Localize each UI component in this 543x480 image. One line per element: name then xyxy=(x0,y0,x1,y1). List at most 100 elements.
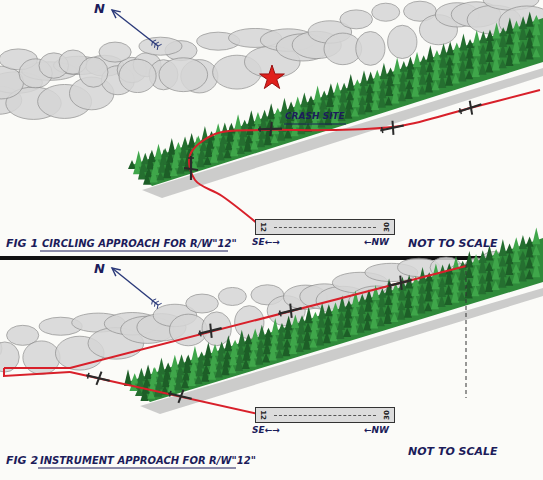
tree-symbol xyxy=(156,171,164,180)
tree-symbol xyxy=(465,282,473,298)
tree-symbol xyxy=(432,275,440,289)
tree-symbol xyxy=(391,296,399,313)
tree-symbol xyxy=(444,293,452,304)
tree-symbol xyxy=(309,339,317,348)
tree-symbol xyxy=(336,323,344,339)
tree-symbol xyxy=(331,306,339,323)
cloud-puff xyxy=(139,37,182,55)
tree-symbol xyxy=(390,312,398,322)
tree-symbol xyxy=(377,317,385,326)
tree-symbol xyxy=(431,294,439,310)
tree-symbol xyxy=(163,161,171,178)
tree-symbol xyxy=(211,344,219,356)
airplane-symbol xyxy=(184,156,198,180)
tree-symbol xyxy=(471,285,479,296)
tree-symbol xyxy=(385,97,393,106)
tree-symbol xyxy=(452,73,460,83)
tree-symbol xyxy=(343,328,351,337)
cloud-bank xyxy=(0,37,208,99)
tree-symbol xyxy=(182,369,190,380)
tree-symbol xyxy=(289,341,297,355)
tree-symbol xyxy=(317,314,325,328)
tree-symbol xyxy=(485,277,493,292)
approach-upper-leg xyxy=(4,266,466,368)
tree-symbol xyxy=(215,366,223,378)
tree-symbol xyxy=(143,173,151,185)
tree-symbol xyxy=(269,343,277,360)
tree-symbol xyxy=(532,245,540,255)
tree-symbol xyxy=(203,155,211,165)
runway-number: 12 xyxy=(259,410,267,420)
tree-symbol xyxy=(472,42,480,56)
figure-number: FIG 2 xyxy=(6,455,38,467)
tree-symbol xyxy=(214,123,222,138)
tree-symbol xyxy=(183,356,191,373)
tree-symbol xyxy=(486,51,494,62)
tree-symbol xyxy=(519,235,527,249)
tree-symbol xyxy=(323,331,331,343)
tree-symbol xyxy=(378,92,386,108)
tree-symbol xyxy=(478,281,486,294)
tree-symbol xyxy=(398,90,406,101)
tree-symbol xyxy=(224,148,232,159)
tree-symbol xyxy=(472,254,480,265)
tree-symbol xyxy=(458,65,466,82)
circling-flight-path xyxy=(189,90,540,224)
tree-symbol xyxy=(346,90,354,100)
crash-site-underline xyxy=(284,124,346,125)
tree-symbol xyxy=(492,281,500,290)
forest-shadow xyxy=(142,68,543,198)
tree-symbol xyxy=(372,285,380,300)
cloud-puff xyxy=(79,57,108,87)
tree-symbol xyxy=(296,341,304,351)
figure-caption: INSTRUMENT APPROACH FOR R/W"12" xyxy=(40,455,256,466)
tree-symbol xyxy=(506,244,514,254)
tree-symbol xyxy=(411,279,419,296)
forest-band xyxy=(128,11,543,198)
crash-star xyxy=(260,65,285,89)
runway-box: 1230 xyxy=(255,407,395,423)
tree-symbol xyxy=(505,50,513,66)
tree-symbol xyxy=(426,61,434,72)
forest-fill xyxy=(128,238,543,402)
tree-symbol xyxy=(526,11,534,26)
runway-centerline xyxy=(274,227,376,228)
tree-symbol xyxy=(404,304,412,318)
tree-symbol xyxy=(438,74,446,88)
tree-symbol xyxy=(459,51,467,61)
tree-symbol xyxy=(526,256,534,268)
tree-symbol xyxy=(512,20,520,31)
tree-symbol xyxy=(190,361,198,371)
tree-symbol xyxy=(418,85,426,94)
tree-symbol xyxy=(445,284,453,295)
tree-symbol xyxy=(479,31,487,43)
tree-symbol xyxy=(276,349,284,359)
tree-symbol xyxy=(324,318,332,335)
cloud-puff xyxy=(372,3,400,21)
tree-symbol xyxy=(188,133,196,148)
tree-symbol xyxy=(391,87,399,104)
tree-symbol xyxy=(334,82,342,96)
tree-symbol xyxy=(303,333,311,350)
tree-symbol xyxy=(277,124,285,141)
tree-symbol xyxy=(505,276,513,286)
tree-symbol xyxy=(424,302,432,311)
tree-symbol xyxy=(350,318,358,335)
tree-symbol xyxy=(297,317,305,334)
tree-symbol xyxy=(432,80,440,90)
tree-symbol xyxy=(492,266,500,280)
tree-symbol xyxy=(438,280,446,297)
tree-symbol xyxy=(438,295,446,307)
tree-symbol xyxy=(243,344,251,361)
tree-symbol xyxy=(446,41,454,55)
tree-symbol xyxy=(263,341,271,354)
tree-symbol xyxy=(400,61,408,72)
tree-symbol xyxy=(197,150,205,167)
forest-shadow xyxy=(140,288,543,414)
tree-symbol xyxy=(532,260,540,277)
reference-dashed-line xyxy=(466,264,467,398)
tree-symbol xyxy=(385,294,393,305)
tree-symbol xyxy=(498,271,506,288)
tree-symbol xyxy=(526,241,534,258)
